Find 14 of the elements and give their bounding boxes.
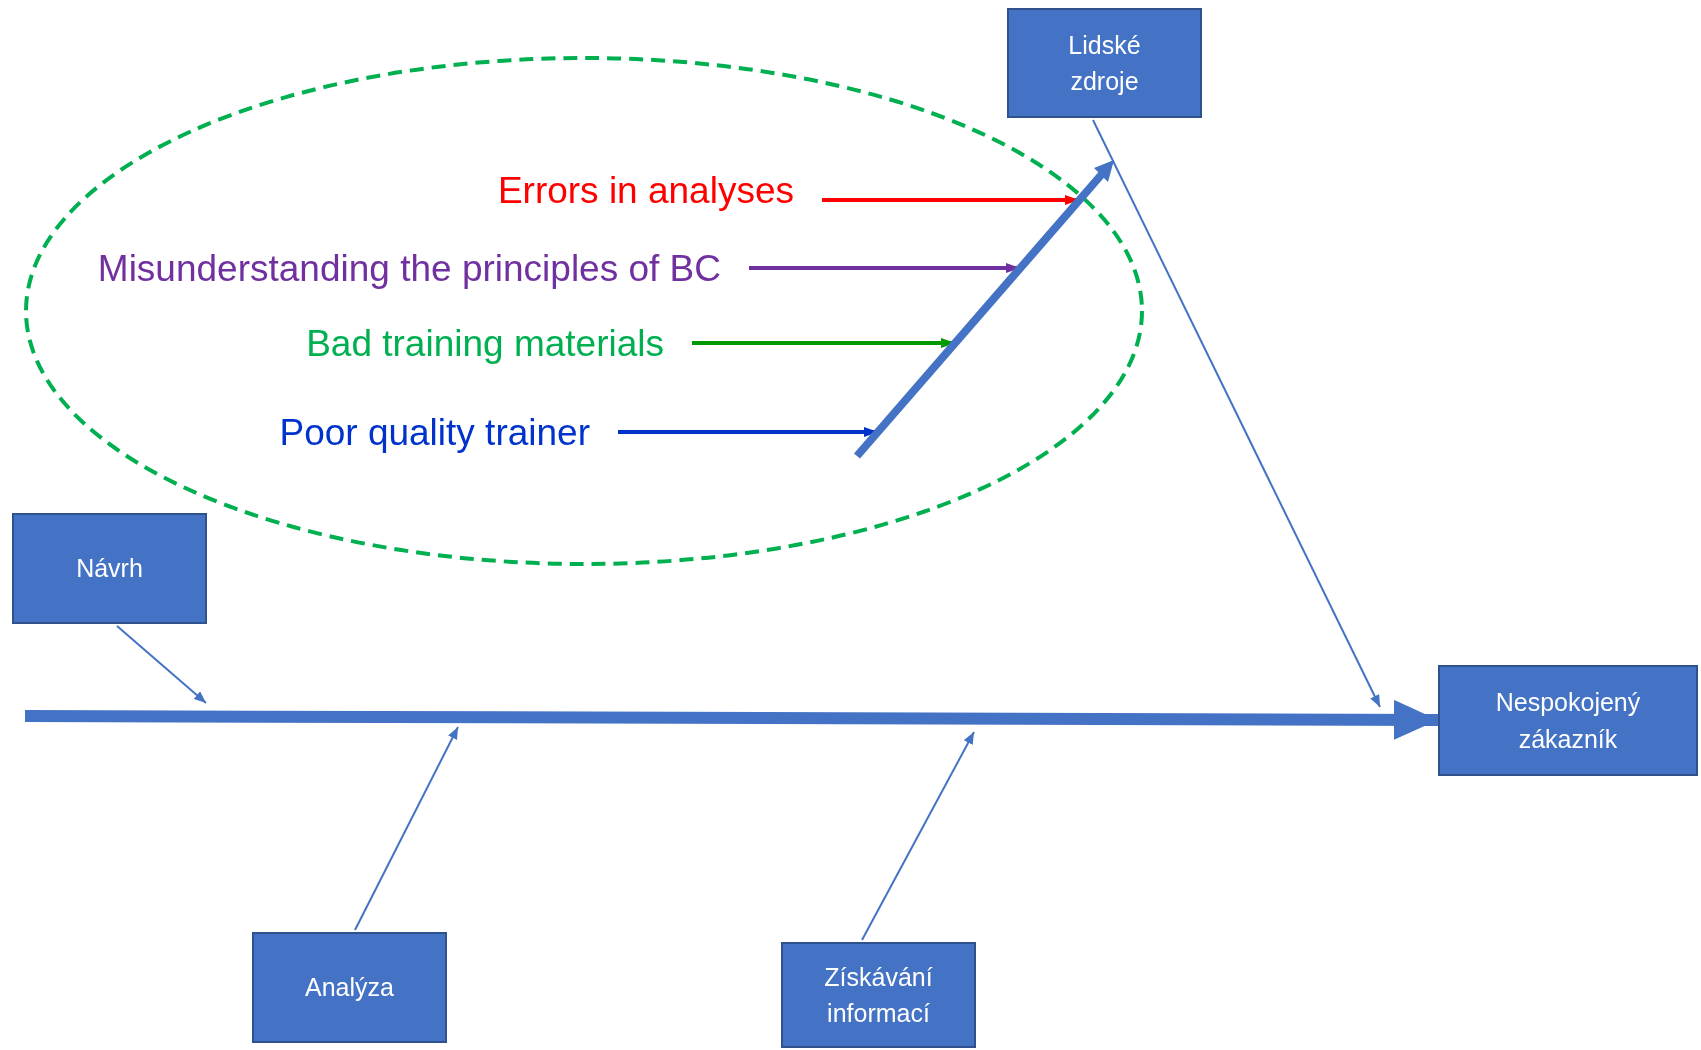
arrow xyxy=(116,625,207,704)
category-box: Nespokojený zákazník xyxy=(1438,665,1698,776)
arrow xyxy=(861,731,975,941)
arrow xyxy=(1092,119,1381,708)
category-box: Analýza xyxy=(252,932,447,1043)
arrow xyxy=(354,726,459,931)
category-box: Získávání informací xyxy=(781,942,976,1048)
cause-text: Misunderstanding the principles of BC xyxy=(97,249,721,287)
category-box: Lidské zdroje xyxy=(1007,8,1202,118)
arrow xyxy=(25,699,1438,740)
cause-text: Bad training materials xyxy=(306,324,664,362)
cause-text: Poor quality trainer xyxy=(279,413,590,451)
cause-text: Errors in analyses xyxy=(497,171,794,209)
category-box: Návrh xyxy=(12,513,207,624)
